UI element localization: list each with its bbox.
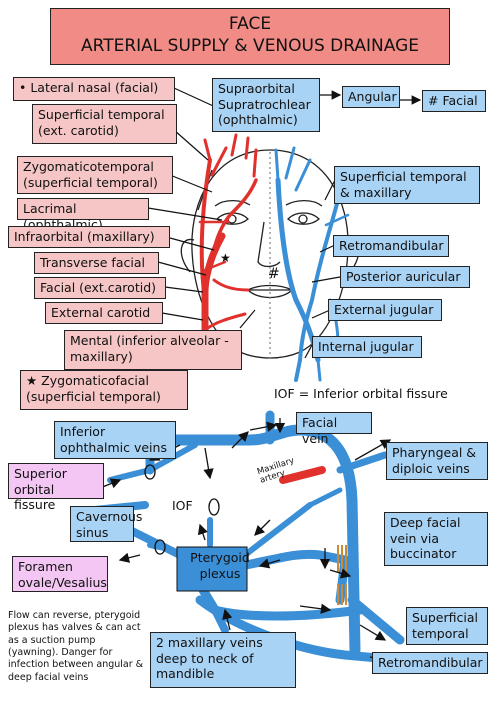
maxillary-artery-shape: [279, 466, 326, 484]
hash-marker: #: [268, 266, 280, 282]
iof-ring: [208, 498, 220, 516]
buccinator-muscle: [337, 545, 347, 605]
label-superficial-temporal-artery: Superficial temporal (ext. carotid): [32, 104, 177, 144]
label-external-carotid: External carotid: [45, 302, 163, 324]
label-zygomaticofacial: ★ Zygomaticofacial (superficial temporal…: [20, 370, 188, 410]
sof-ring: [144, 464, 156, 480]
title-line-2: ARTERIAL SUPPLY & VENOUS DRAINAGE: [81, 36, 419, 57]
label-superficial-temporal-maxillary: Superficial temporal & maxillary: [334, 166, 480, 204]
label-inferior-ophthalmic: Inferior ophthalmic veins: [54, 421, 176, 459]
label-retromandibular-drainage: Retromandibular: [372, 652, 488, 674]
label-lacrimal: Lacrimal (ophthalmic): [17, 198, 149, 232]
label-infraorbital: Infraorbital (maxillary): [8, 226, 170, 248]
page-title: FACE ARTERIAL SUPPLY & VENOUS DRAINAGE: [50, 8, 450, 65]
label-iof: IOF: [172, 498, 193, 513]
label-zygomaticotemporal: Zygomaticotemporal (superficial temporal…: [17, 156, 173, 194]
label-supraorbital-supratrochlear: Supraorbital Supratrochlear (ophthalmic): [212, 78, 320, 132]
label-superficial-temporal-vein: Superficial temporal: [406, 607, 488, 645]
face-arteries: [198, 133, 258, 349]
label-facial-vein: Facial vein: [296, 412, 372, 446]
label-pterygoid-plexus: Pterygoid plexus: [190, 550, 250, 581]
label-retromandibular-face: Retromandibular: [333, 235, 449, 257]
label-pharyngeal-diploic: Pharyngeal & diploic veins: [386, 442, 488, 480]
label-angular: Angular: [342, 86, 400, 108]
label-lateral-nasal: • Lateral nasal (facial): [13, 77, 175, 101]
label-cavernous-sinus: Cavernous sinus: [70, 506, 142, 542]
label-internal-jugular: Internal jugular: [312, 336, 422, 358]
label-foramen-ovale: Foramen ovale/Vesalius: [12, 556, 108, 592]
iof-legend: IOF = Inferior orbital fissure: [274, 386, 448, 401]
pterygoid-plexus-shape: [176, 546, 248, 592]
label-transverse-facial: Transverse facial: [34, 252, 159, 274]
face-veins: [274, 146, 350, 382]
label-deep-facial-vein: Deep facial vein via buccinator: [384, 512, 488, 566]
foramen-ring: [154, 539, 166, 555]
star-marker: ★: [220, 251, 231, 265]
label-posterior-auricular: Posterior auricular: [340, 266, 470, 288]
label-external-jugular: External jugular: [328, 299, 442, 321]
title-line-1: FACE: [228, 14, 272, 34]
label-facial-artery: Facial (ext.carotid): [34, 277, 166, 299]
label-facial-vein-hash: # Facial: [422, 90, 486, 112]
label-mental: Mental (inferior alveolar -maxillary): [64, 330, 242, 370]
label-superior-orbital-fissure: Superior orbital fissure: [8, 463, 104, 512]
flow-note: Flow can reverse, pterygoid plexus has v…: [8, 610, 144, 683]
label-maxillary-veins: 2 maxillary veins deep to neck of mandib…: [150, 632, 296, 688]
